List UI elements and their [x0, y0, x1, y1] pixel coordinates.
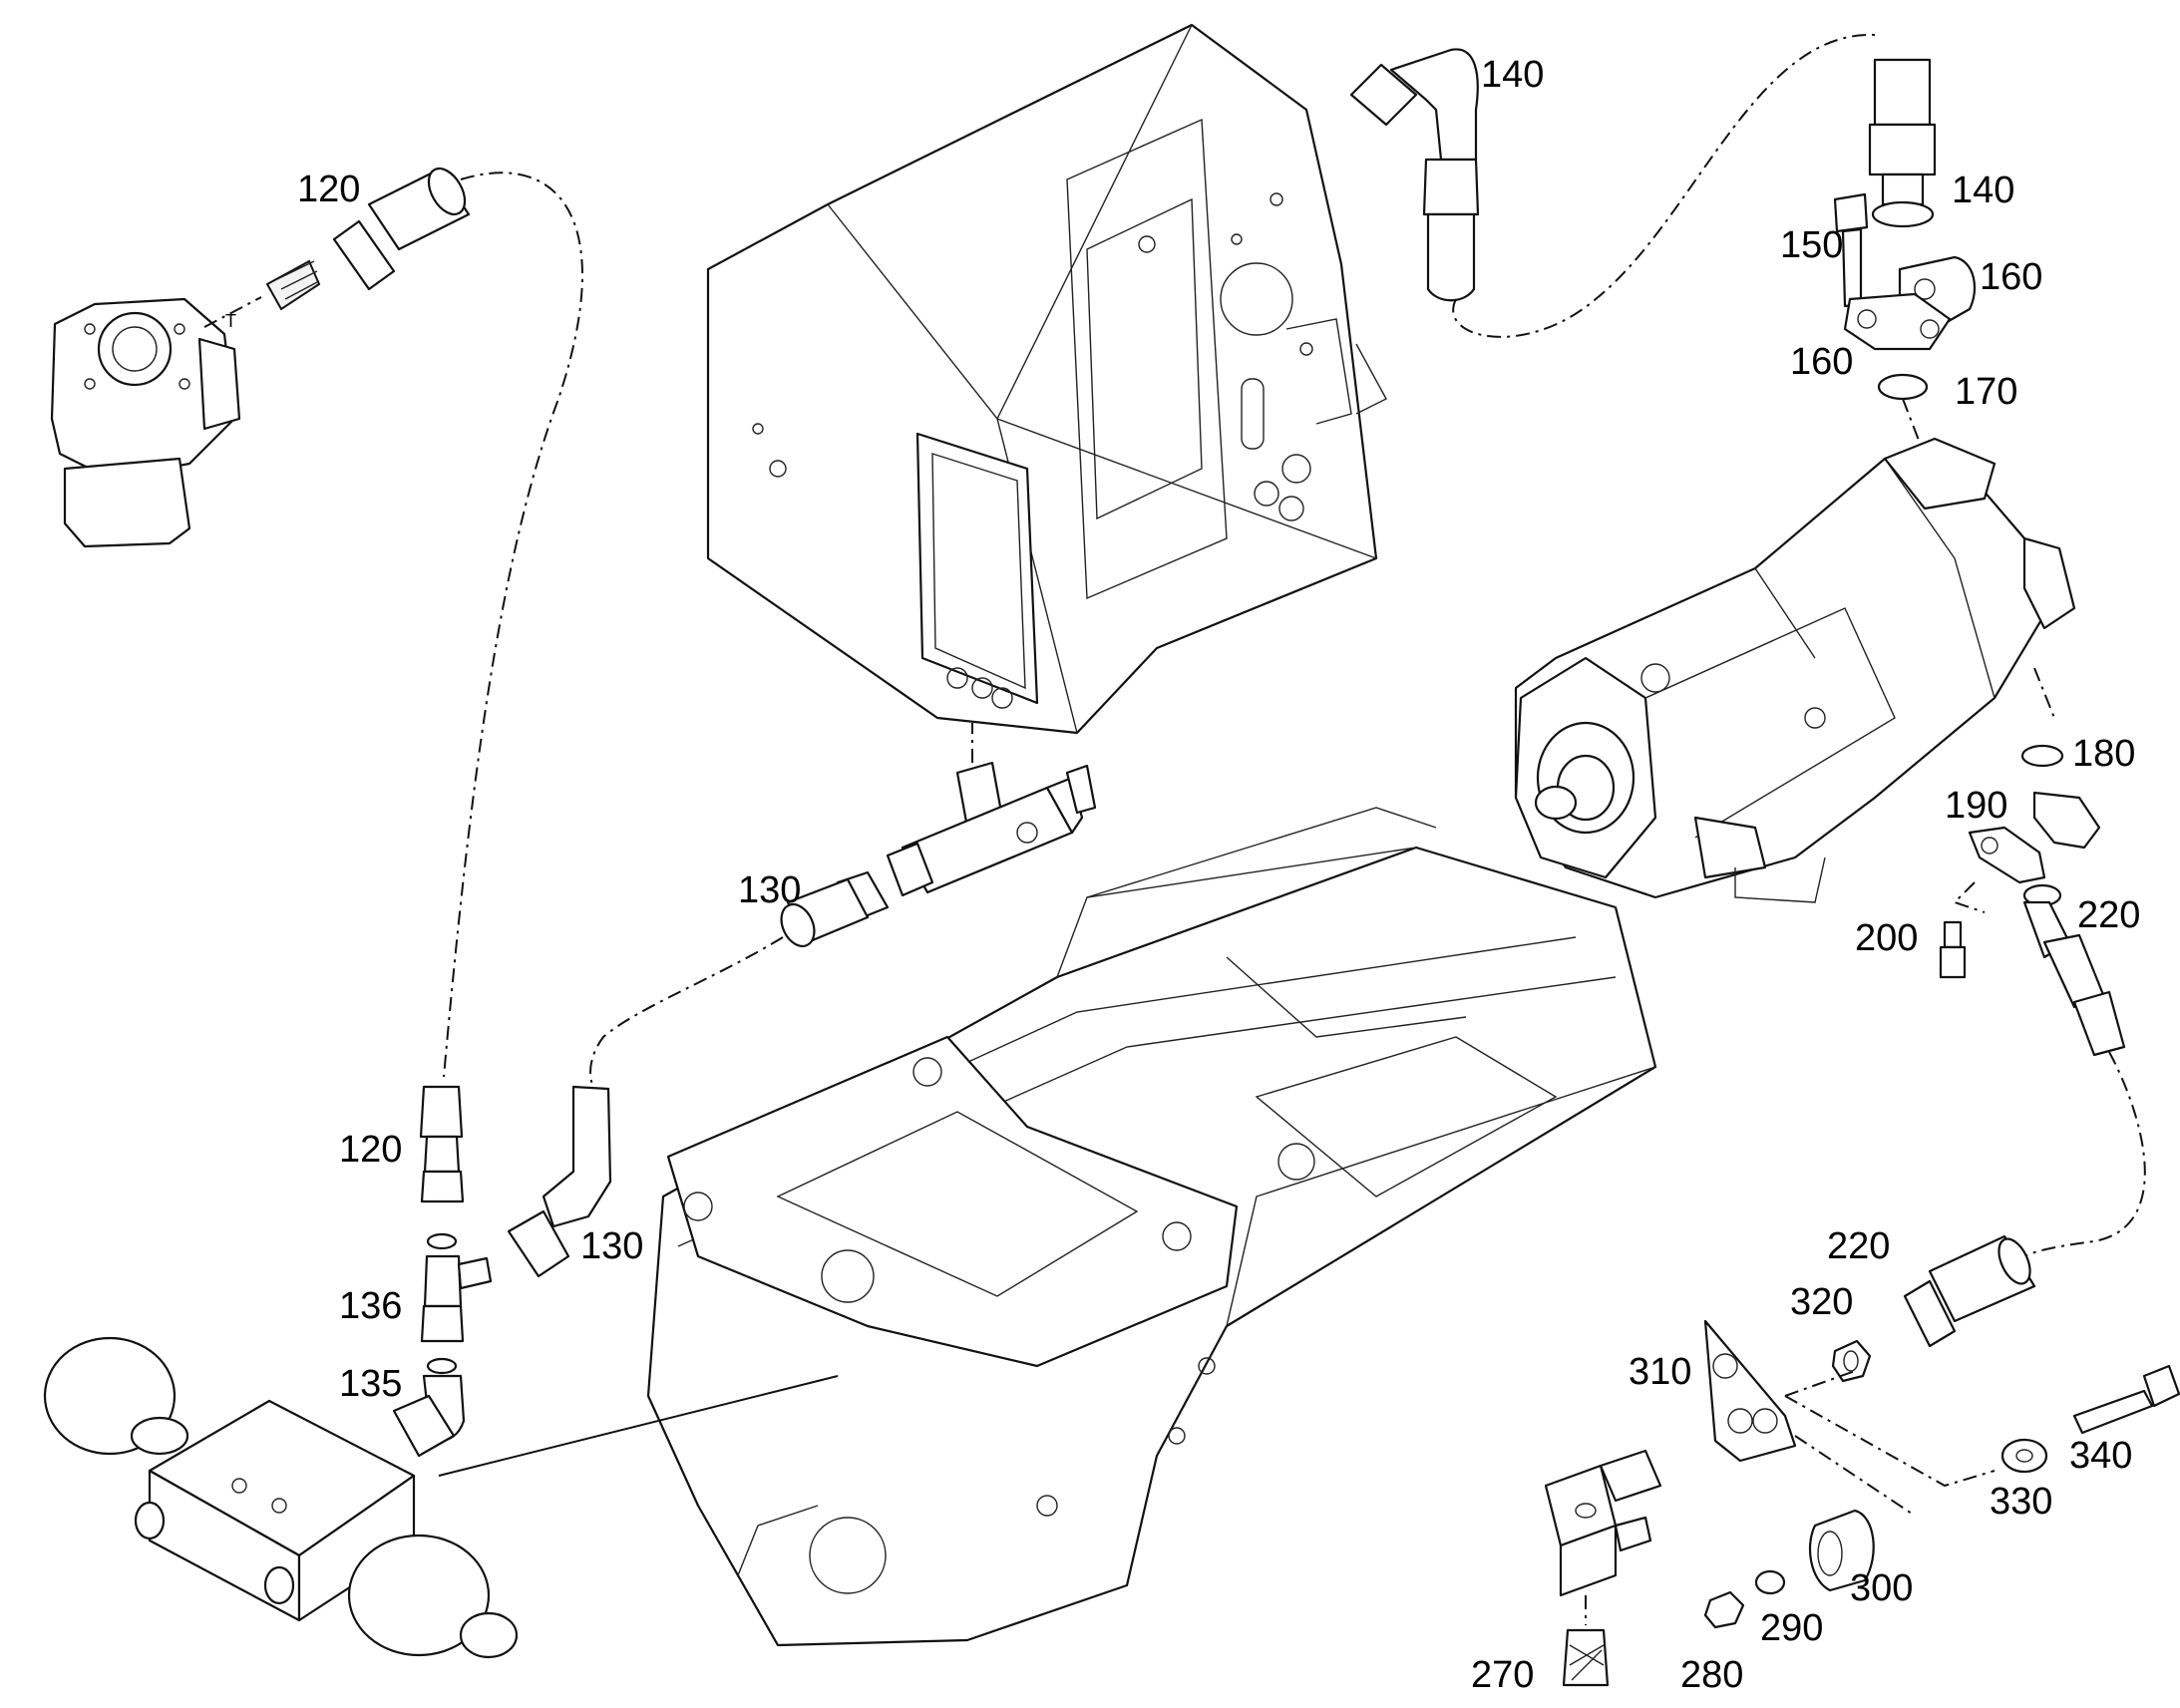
callout-140: 140	[1952, 170, 2014, 211]
hose-220-lower	[1903, 1234, 2036, 1348]
callout-160: 160	[1980, 256, 2042, 298]
bracket-310	[1703, 1319, 1797, 1463]
hose-140-top	[1349, 33, 1876, 338]
bolt-200	[1939, 920, 1967, 979]
hose-120-lower	[419, 1085, 465, 1203]
accumulator-block	[43, 1336, 519, 1659]
nut-280	[1703, 1590, 1745, 1629]
nut-320	[1831, 1339, 1872, 1383]
hose-130-lower	[507, 1085, 612, 1278]
callout-220: 220	[2077, 894, 2140, 936]
connection-line	[1784, 1370, 1996, 1517]
callout-330: 330	[1990, 1481, 2052, 1523]
connection-line	[1953, 881, 1986, 913]
callout-310: 310	[1629, 1351, 1691, 1393]
callout-300: 300	[1850, 1567, 1913, 1609]
washer-330	[2000, 1438, 2048, 1474]
bolt-340	[2072, 1364, 2180, 1435]
steering-unit: T	[50, 297, 241, 548]
hose-220-upper	[2022, 883, 2146, 1257]
flange-half-190-lower	[1968, 826, 2046, 884]
callout-340: 340	[2069, 1435, 2132, 1477]
callout-136: 136	[339, 1285, 402, 1327]
callout-130: 130	[738, 869, 801, 911]
callout-130: 130	[580, 1225, 643, 1267]
callout-140: 140	[1481, 54, 1544, 96]
chassis-frame	[646, 807, 1657, 1647]
flange-half-160-lower	[1843, 292, 1952, 351]
callout-270: 270	[1471, 1654, 1534, 1696]
valve-block-upper	[886, 723, 1097, 897]
callout-280: 280	[1680, 1654, 1743, 1696]
callout-150: 150	[1780, 224, 1843, 266]
port-marker-t: T	[225, 311, 236, 331]
washer-290	[1754, 1569, 1786, 1595]
callout-200: 200	[1855, 917, 1918, 959]
callout-135: 135	[339, 1363, 402, 1405]
hose-120-top	[332, 167, 583, 1078]
hose-130-upper	[589, 870, 890, 1088]
hydraulic-pump	[1514, 437, 2076, 903]
flange-half-190-upper	[2032, 791, 2101, 850]
connection-line	[2033, 667, 2055, 719]
fitting-adapter	[265, 259, 321, 311]
callout-220: 220	[1827, 1225, 1890, 1267]
callout-labels: 140 120 140 150 160 160 170 180 190 220 …	[297, 54, 2140, 1696]
o-ring-180	[2020, 744, 2064, 768]
sensor-270	[1544, 1449, 1662, 1687]
cab-frame	[706, 23, 1387, 735]
callout-170: 170	[1955, 371, 2017, 413]
callout-320: 320	[1790, 1281, 1853, 1323]
o-ring-170	[1877, 373, 1929, 401]
hose-140-right	[1868, 58, 1937, 228]
callout-120: 120	[339, 1129, 402, 1171]
callout-120: 120	[297, 169, 360, 210]
grommet-300	[1808, 1509, 1875, 1592]
elbow-fitting-135	[392, 1374, 466, 1458]
reference-line	[438, 1375, 839, 1477]
tee-fitting-136	[420, 1232, 493, 1375]
callout-160: 160	[1790, 341, 1853, 383]
callout-290: 290	[1760, 1607, 1823, 1649]
callout-180: 180	[2072, 733, 2135, 775]
connection-line	[203, 296, 262, 328]
callout-190: 190	[1945, 785, 2007, 827]
